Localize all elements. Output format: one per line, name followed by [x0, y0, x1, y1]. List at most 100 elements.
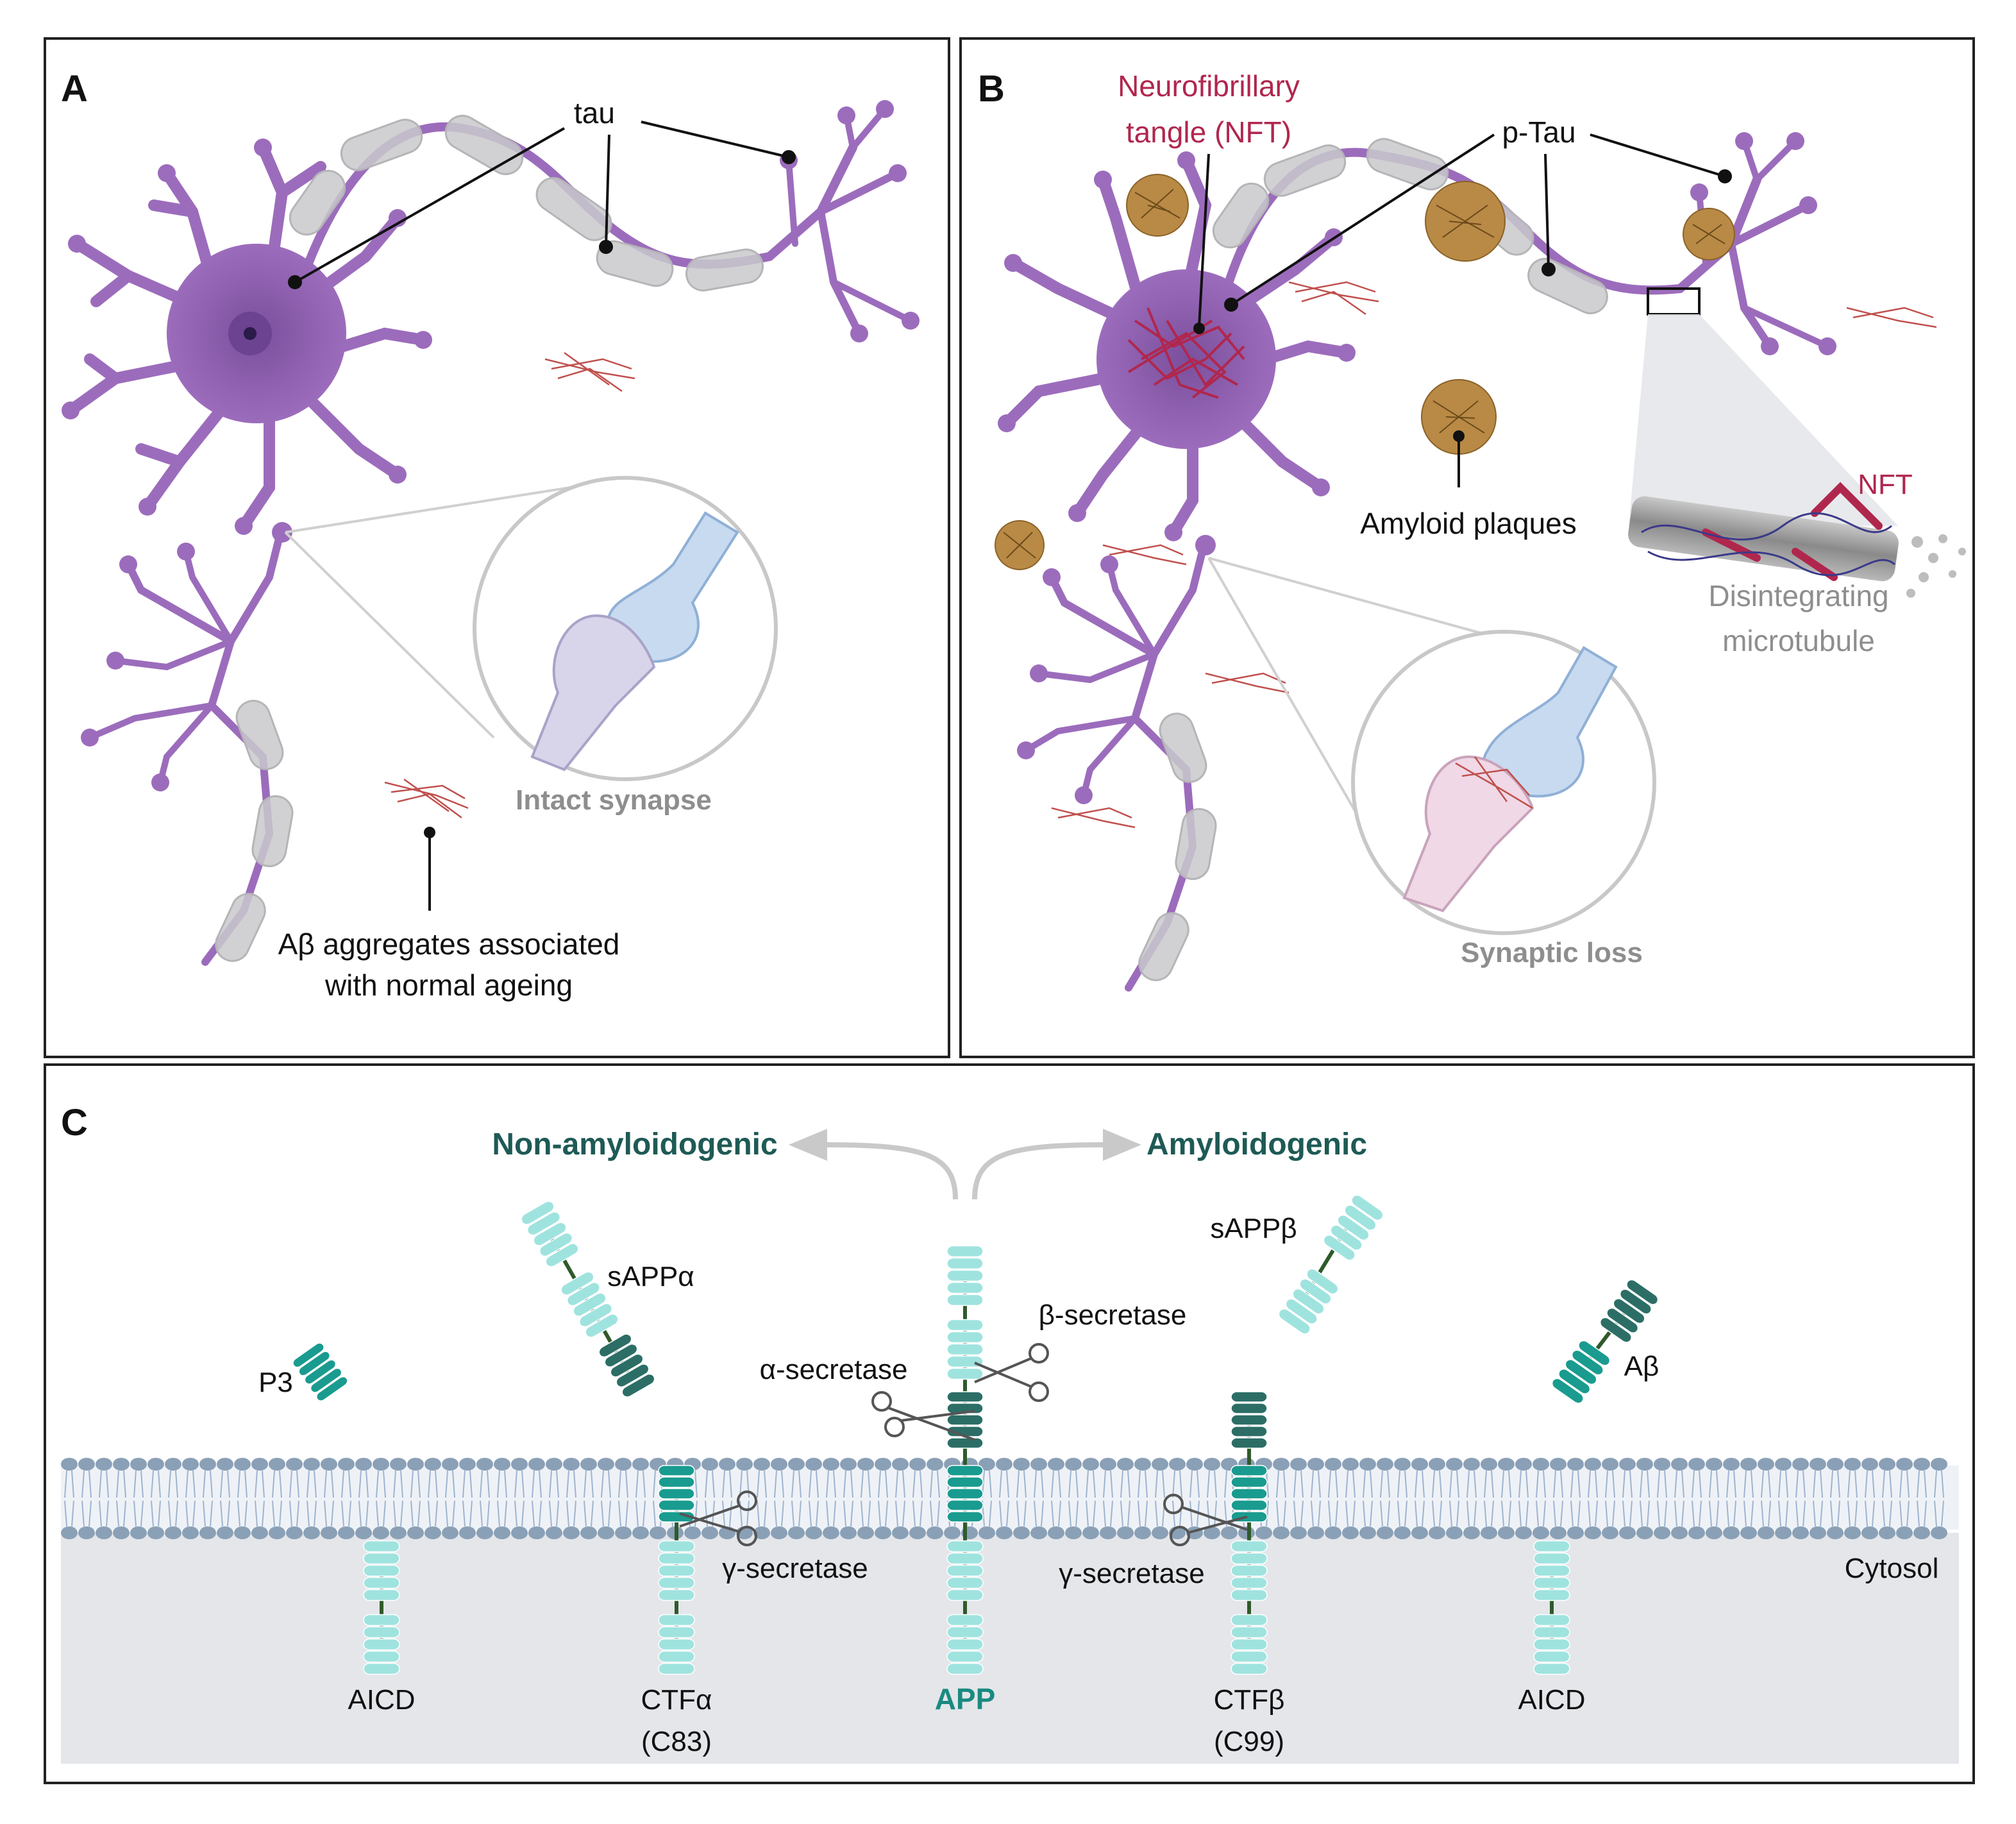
alpha-secretase-label: α-secretase — [760, 1354, 908, 1385]
lipid-head — [1931, 1458, 1947, 1471]
nft-tangle — [1127, 307, 1245, 399]
lipid-tail — [324, 1470, 334, 1527]
ctfa-tm-domain — [658, 1465, 695, 1523]
lipid-head — [130, 1526, 147, 1539]
lipid-tail — [255, 1470, 265, 1527]
lipid-head — [1030, 1526, 1047, 1539]
ctfa-domain — [658, 1540, 695, 1601]
lipid-tail — [220, 1470, 230, 1527]
lipid-head — [1827, 1458, 1844, 1471]
lipid-head — [1394, 1526, 1411, 1539]
lipid-head — [1584, 1526, 1601, 1539]
lipid-tail — [1016, 1470, 1027, 1527]
lipid-tail — [826, 1470, 836, 1527]
lipid-head — [61, 1458, 78, 1471]
lipid-head — [1204, 1458, 1220, 1471]
lipid-head — [1446, 1458, 1463, 1471]
lipid-head — [1082, 1526, 1099, 1539]
app-domain — [946, 1319, 984, 1380]
lipid-tail — [99, 1470, 109, 1527]
lipid-head — [1481, 1458, 1497, 1471]
lipid-tail — [809, 1470, 819, 1527]
app-label: APP — [935, 1682, 996, 1716]
lipid-tail — [705, 1470, 715, 1527]
lipid-head — [1013, 1458, 1030, 1471]
lipid-head — [217, 1458, 233, 1471]
lipid-head — [840, 1458, 857, 1471]
lipid-head — [234, 1458, 251, 1471]
lipid-head — [78, 1526, 95, 1539]
lipid-head — [1481, 1526, 1497, 1539]
lipid-head — [909, 1458, 926, 1471]
lipid-tail — [1293, 1470, 1304, 1527]
aicd-domain — [363, 1540, 400, 1601]
lipid-tail — [272, 1470, 282, 1527]
app-fragments — [292, 1194, 1659, 1675]
lipid-tail — [1518, 1470, 1529, 1527]
lipid-tail — [1934, 1470, 1944, 1527]
lipid-head — [511, 1458, 528, 1471]
lipid-head — [927, 1526, 943, 1539]
lipid-head — [1844, 1458, 1861, 1471]
lipid-head — [753, 1526, 770, 1539]
synaptic-loss-label: Synaptic loss — [1461, 937, 1643, 968]
panel-a-letter: A — [61, 68, 88, 110]
sappb-domain — [1278, 1268, 1339, 1335]
lipid-head — [1758, 1526, 1774, 1539]
lipid-head — [442, 1526, 458, 1539]
lipid-head — [563, 1458, 580, 1471]
lipid-head — [494, 1458, 510, 1471]
lipid-head — [1861, 1458, 1878, 1471]
lipid-head — [736, 1458, 753, 1471]
lipid-tail — [601, 1470, 611, 1527]
lipid-head — [1827, 1526, 1844, 1539]
lipid-head — [1152, 1526, 1168, 1539]
lipid-head — [251, 1526, 268, 1539]
lipid-tail — [1501, 1470, 1511, 1527]
ctfb-domain — [1231, 1614, 1268, 1675]
lipid-head — [199, 1458, 216, 1471]
lipid-tail — [410, 1470, 421, 1527]
sappb-domain — [1323, 1194, 1384, 1261]
lipid-head — [857, 1458, 874, 1471]
lipid-head — [1325, 1526, 1341, 1539]
lipid-tail — [1588, 1470, 1598, 1527]
lipid-tail — [1692, 1470, 1702, 1527]
lipid-head — [476, 1526, 493, 1539]
lipid-head — [78, 1458, 95, 1471]
panel-c-letter: C — [61, 1102, 88, 1144]
aicd-left-label: AICD — [348, 1684, 415, 1716]
lipid-tail — [739, 1470, 750, 1527]
app-domain — [946, 1540, 984, 1601]
lipid-tail — [1172, 1470, 1182, 1527]
tau-label: tau — [574, 96, 615, 130]
lipid-head — [303, 1526, 320, 1539]
lipid-head — [1221, 1526, 1238, 1539]
lipid-tail — [895, 1470, 905, 1527]
lipid-head — [1394, 1458, 1411, 1471]
lipid-head — [650, 1526, 666, 1539]
lipid-tail — [1207, 1470, 1217, 1527]
lipid-tail — [722, 1470, 732, 1527]
lipid-tail — [289, 1470, 299, 1527]
sappa-label: sAPPα — [607, 1261, 694, 1292]
lipid-head — [61, 1526, 78, 1539]
lipid-tail — [1155, 1470, 1165, 1527]
lipid-head — [1913, 1526, 1930, 1539]
lipid-head — [1013, 1526, 1030, 1539]
lipid-head — [165, 1526, 181, 1539]
lipid-head — [996, 1526, 1012, 1539]
lipid-tail — [1432, 1470, 1442, 1527]
lipid-tail — [1120, 1470, 1130, 1527]
lipid-head — [1134, 1526, 1151, 1539]
abeta-aggregates-label-line1: Aβ aggregates associated — [278, 927, 620, 961]
lipid-tail — [532, 1470, 542, 1527]
lipid-tail — [237, 1470, 248, 1527]
amyloid-plaques-label: Amyloid plaques — [1360, 507, 1577, 540]
abeta-domain — [1551, 1340, 1611, 1404]
lipid-head — [1844, 1526, 1861, 1539]
lipid-tail — [930, 1470, 940, 1527]
synapse-zoom-b — [1207, 557, 1656, 935]
nft-leader — [1198, 153, 1210, 328]
lipid-head — [1550, 1458, 1567, 1471]
